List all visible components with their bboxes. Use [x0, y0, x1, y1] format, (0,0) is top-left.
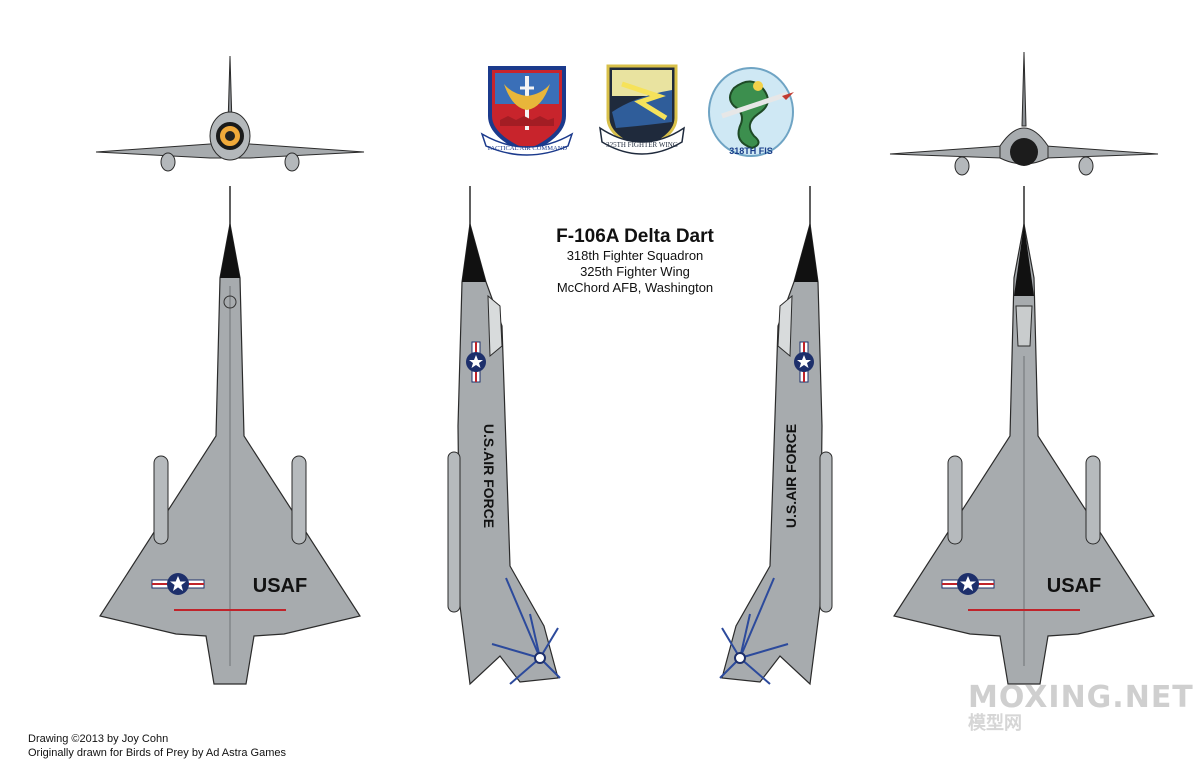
credit-line-2: Originally drawn for Birds of Prey by Ad…	[28, 747, 286, 759]
tac-patch-label: TACTICAL AIR COMMAND	[487, 145, 567, 152]
watermark: MOXING.NET 模型网	[968, 682, 1194, 734]
us-air-force-side-left: U.S.AIR FORCE	[481, 424, 497, 528]
sunburst-tail-right	[719, 577, 789, 685]
bottom-view-lower: USAF	[888, 186, 1160, 696]
roundel-side-right	[794, 341, 814, 383]
page-title: F-106A Delta Dart	[556, 226, 714, 247]
front-view-right	[888, 50, 1160, 180]
wing-patch: 325TH FIGHTER WING	[596, 62, 688, 160]
side-view-right: U.S.AIR FORCE	[710, 186, 840, 696]
credit-line-1: Drawing ©2013 by Joy Cohn	[28, 733, 169, 745]
sunburst-tail-left	[491, 577, 561, 685]
title-block: F-106A Delta Dart 318th Fighter Squadron…	[520, 226, 750, 296]
top-view-upper: USAF	[94, 186, 366, 696]
subtitle-line-3: McChord AFB, Washington	[556, 280, 714, 295]
usaf-marking-top-left: USAF	[253, 575, 307, 597]
watermark-sub: 模型网	[968, 713, 1022, 734]
roundel-side-left	[466, 341, 486, 383]
roundel-underside	[941, 573, 995, 595]
side-view-left: U.S.AIR FORCE	[440, 186, 570, 696]
front-view-left	[94, 54, 366, 178]
squadron-patch: 318TH FIS	[704, 64, 798, 162]
credits: Drawing ©2013 by Joy Cohn Originally dra…	[28, 732, 286, 760]
us-air-force-side-right: U.S.AIR FORCE	[783, 424, 799, 528]
subtitle-line-2: 325th Fighter Wing	[580, 264, 690, 279]
squadron-patch-label: 318TH FIS	[729, 146, 773, 156]
roundel-left-wing	[151, 573, 205, 595]
usaf-marking-underside: USAF	[1047, 575, 1101, 597]
watermark-main: MOXING.NET	[968, 680, 1194, 715]
tac-patch: TACTICAL AIR COMMAND	[478, 64, 576, 156]
wing-patch-label: 325TH FIGHTER WING	[606, 141, 678, 149]
subtitle-line-1: 318th Fighter Squadron	[566, 248, 704, 263]
